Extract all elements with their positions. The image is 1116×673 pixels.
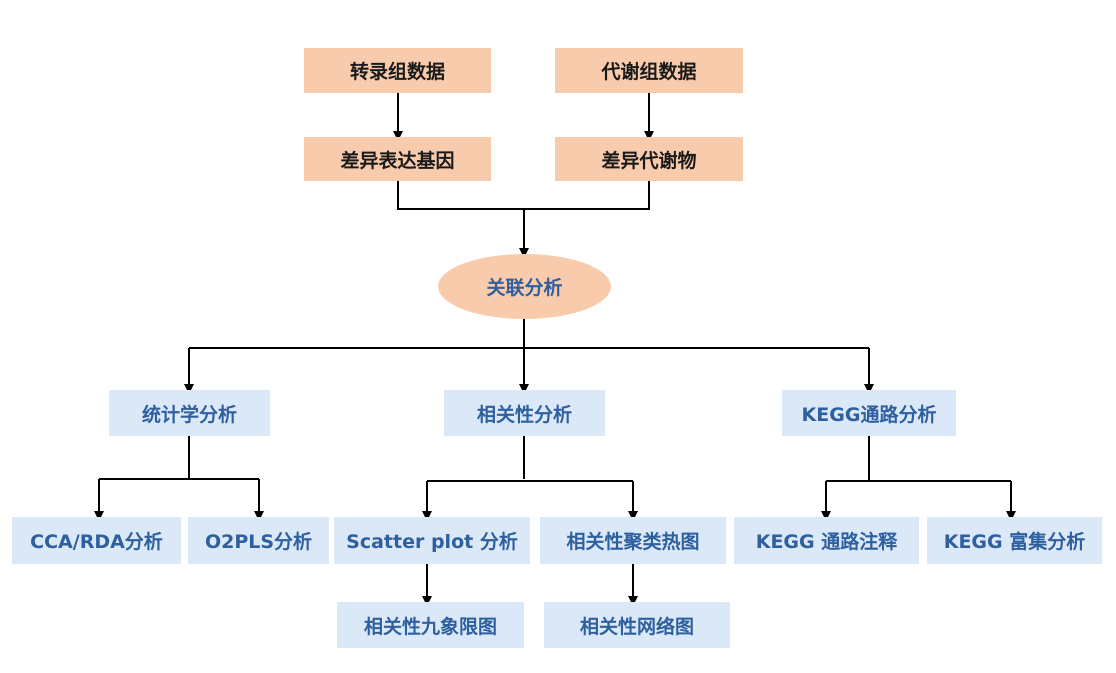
node-o2pls: O2PLS分析	[188, 517, 329, 564]
node-scatter-plot: Scatter plot 分析	[334, 517, 530, 564]
node-diff-metabolites: 差异代谢物	[555, 137, 743, 181]
merge-line	[397, 181, 650, 210]
node-diff-genes: 差异表达基因	[304, 137, 491, 181]
node-network: 相关性网络图	[544, 602, 730, 648]
node-correlation-analysis: 关联分析	[438, 254, 611, 319]
node-statistical-analysis: 统计学分析	[109, 390, 270, 436]
node-transcriptome-data: 转录组数据	[304, 48, 491, 93]
node-kegg-annotation: KEGG 通路注释	[734, 517, 919, 564]
node-cluster-heatmap: 相关性聚类热图	[540, 517, 726, 564]
node-correlation-stats: 相关性分析	[444, 390, 605, 436]
node-nine-quadrant: 相关性九象限图	[337, 602, 524, 648]
node-metabolome-data: 代谢组数据	[555, 48, 743, 93]
node-kegg-pathway: KEGG通路分析	[782, 390, 956, 436]
node-kegg-enrichment: KEGG 富集分析	[927, 517, 1102, 564]
node-cca-rda: CCA/RDA分析	[12, 517, 181, 564]
